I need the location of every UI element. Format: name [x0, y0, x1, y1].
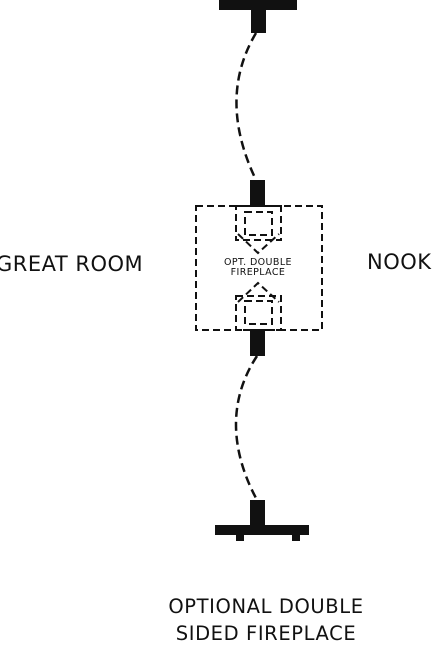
upper-firebox	[235, 205, 282, 241]
lower-wall-segment	[250, 329, 265, 356]
upper-wall-segment	[250, 180, 265, 206]
lower-flame-chevron	[237, 281, 280, 303]
lower-firebox-inner	[244, 300, 273, 325]
lower-dashed-curve	[234, 355, 259, 501]
upper-dashed-curve	[235, 32, 258, 181]
fireplace-label-line1: OPT. DOUBLE	[224, 257, 292, 268]
nook-label: NOOK	[367, 250, 432, 274]
great-room-label: GREAT ROOM	[0, 252, 144, 276]
upper-firebox-inner	[244, 211, 273, 236]
caption-line2: SIDED FIREPLACE	[175, 622, 357, 645]
lower-firebox	[235, 295, 282, 331]
upper-flame-chevron	[237, 233, 280, 255]
top-wall-cap	[219, 0, 297, 10]
bottom-wall-stub	[250, 500, 265, 526]
top-wall-stub	[251, 8, 266, 33]
caption-line1: OPTIONAL DOUBLE	[168, 595, 364, 618]
bottom-wall-foot-right	[292, 534, 300, 541]
bottom-wall-foot-left	[236, 534, 244, 541]
fireplace-label-line2: FIREPLACE	[230, 267, 286, 278]
bottom-wall-cap	[215, 525, 309, 535]
